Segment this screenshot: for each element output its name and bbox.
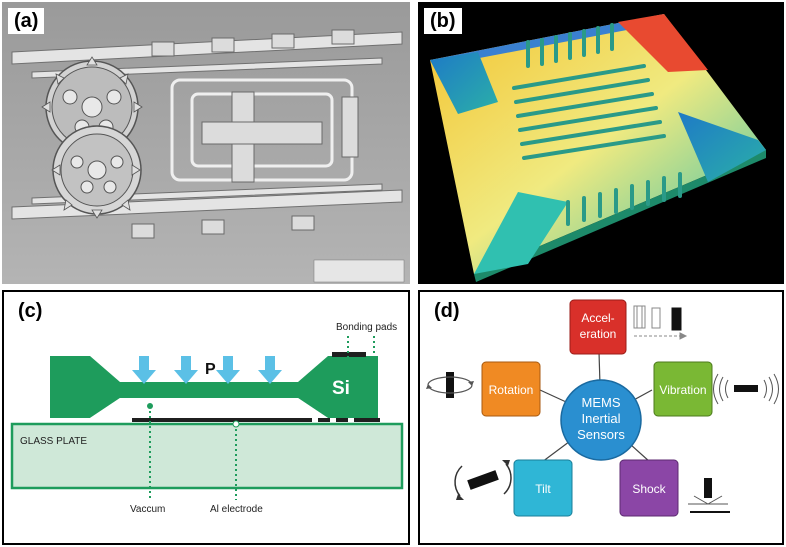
label-al-electrode: Al electrode bbox=[210, 504, 263, 515]
glass-plate bbox=[10, 422, 404, 490]
center-line-1: MEMS bbox=[582, 395, 621, 410]
label-acceleration-2: eration bbox=[580, 327, 617, 341]
box-rotation bbox=[481, 361, 541, 417]
silicon-body bbox=[50, 356, 378, 418]
center-line-3: Sensors bbox=[577, 427, 625, 442]
label-bonding-pads: Bonding pads bbox=[336, 322, 397, 333]
vibration-icon bbox=[713, 373, 779, 405]
box-shock bbox=[619, 459, 679, 517]
box-acceleration bbox=[569, 299, 627, 355]
label-pressure: P bbox=[205, 361, 216, 378]
pressure-arrows bbox=[132, 356, 282, 384]
acceleration-icon bbox=[633, 305, 688, 340]
label-acceleration-1: Accel- bbox=[581, 311, 614, 325]
label-vibration: Vibration bbox=[659, 383, 706, 397]
label-silicon: Si bbox=[332, 378, 350, 399]
sem-micrograph bbox=[2, 2, 410, 284]
panel-c-label: (c) bbox=[12, 298, 49, 324]
box-tilt bbox=[513, 459, 573, 517]
label-rotation: Rotation bbox=[489, 383, 534, 397]
tilt-icon bbox=[454, 460, 512, 500]
label-glass-plate: GLASS PLATE bbox=[20, 436, 87, 447]
label-vacuum: Vaccum bbox=[130, 504, 165, 515]
rendered-chip bbox=[430, 14, 766, 282]
panel-c-cross-section: P Si GLASS PLATE Bonding pads Vaccum Al … bbox=[2, 290, 410, 545]
label-shock: Shock bbox=[632, 482, 666, 496]
rotation-icon bbox=[426, 372, 474, 398]
gear-bottom bbox=[52, 125, 142, 215]
panel-a-sem-image: (a) bbox=[2, 2, 410, 284]
center-circle bbox=[560, 379, 642, 461]
shock-icon bbox=[688, 478, 730, 513]
mems-sensor-diagram: MEMS Inertial Sensors Accel- eration Vib… bbox=[418, 290, 784, 545]
panel-d-label: (d) bbox=[428, 298, 466, 324]
center-line-2: Inertial bbox=[581, 411, 620, 426]
panel-b-label: (b) bbox=[424, 8, 462, 34]
panel-d-mems-sensors: MEMS Inertial Sensors Accel- eration Vib… bbox=[418, 290, 784, 545]
panel-a-label: (a) bbox=[8, 8, 45, 34]
box-vibration bbox=[653, 361, 713, 417]
label-tilt: Tilt bbox=[535, 482, 551, 496]
cross-section-diagram: P Si GLASS PLATE Bonding pads Vaccum Al … bbox=[2, 290, 410, 545]
panel-b-3d-render: (b) bbox=[418, 2, 784, 284]
